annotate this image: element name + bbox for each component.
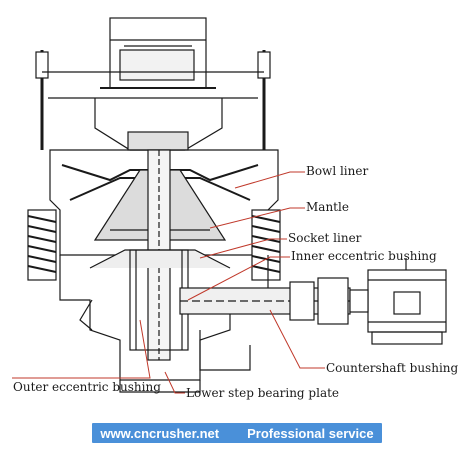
right-spring bbox=[251, 209, 281, 281]
left-spring bbox=[27, 209, 57, 281]
leader-inner-eccentric bbox=[187, 256, 290, 301]
label-countershaft-bushing: Countershaft bushing bbox=[326, 361, 459, 375]
leader-mantle bbox=[209, 207, 305, 229]
drive-motor bbox=[349, 258, 447, 345]
crusher-body bbox=[27, 17, 447, 393]
leader-outer-eccentric bbox=[12, 319, 151, 379]
label-lower-step-bearing-plate: Lower step bearing plate bbox=[186, 386, 339, 400]
leader-lines bbox=[12, 171, 325, 394]
leader-step-bearing bbox=[164, 371, 185, 394]
label-socket-liner: Socket liner bbox=[288, 231, 362, 245]
label-inner-eccentric-bushing: Inner eccentric bushing bbox=[291, 249, 437, 263]
leader-countershaft bbox=[269, 309, 325, 369]
leader-bowl-liner bbox=[234, 171, 305, 189]
label-mantle: Mantle bbox=[306, 200, 349, 214]
socket-liner-shape bbox=[89, 249, 231, 269]
footer-tagline: Professional service bbox=[247, 425, 374, 441]
footer-banner: www.cncrusher.net Professional service bbox=[92, 423, 382, 443]
label-bowl-liner: Bowl liner bbox=[306, 164, 368, 178]
footer-website[interactable]: www.cncrusher.net bbox=[100, 425, 220, 441]
label-outer-eccentric-bushing: Outer eccentric bushing bbox=[13, 380, 161, 394]
leader-socket-liner bbox=[199, 238, 287, 259]
